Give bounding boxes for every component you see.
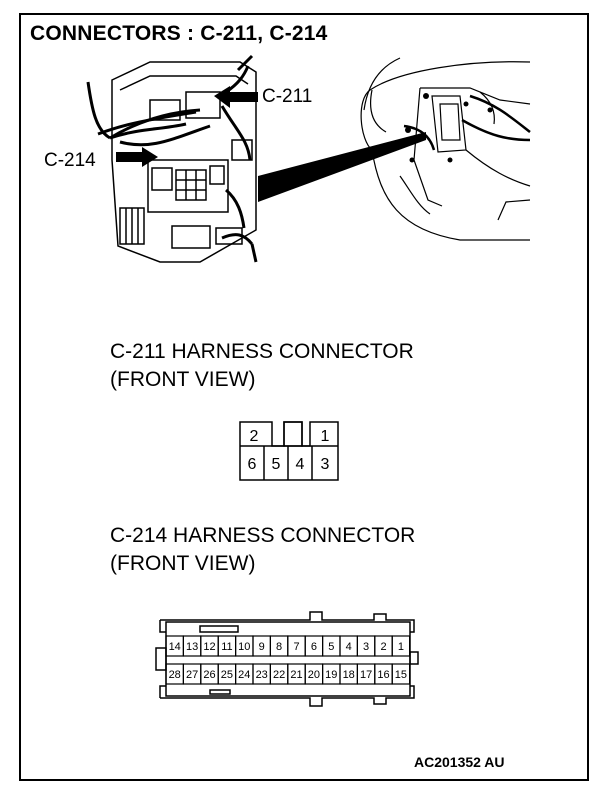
c214-heading: C-214 HARNESS CONNECTOR (FRONT VIEW) [110, 522, 415, 578]
c211-heading-line1: C-211 HARNESS CONNECTOR [110, 340, 414, 363]
document-id: AC201352 AU [414, 754, 505, 770]
diagram-frame [19, 13, 589, 781]
c214-heading-line2: (FRONT VIEW) [110, 552, 256, 575]
callout-c211: C-211 [262, 86, 313, 107]
arrow-graphics [116, 86, 426, 202]
c211-heading: C-211 HARNESS CONNECTOR (FRONT VIEW) [110, 338, 414, 394]
c214-heading-line1: C-214 HARNESS CONNECTOR [110, 524, 416, 547]
diagram-title: CONNECTORS : C-211, C-214 [30, 22, 328, 45]
c211-heading-line2: (FRONT VIEW) [110, 368, 256, 391]
callout-c214: C-214 [44, 150, 96, 171]
